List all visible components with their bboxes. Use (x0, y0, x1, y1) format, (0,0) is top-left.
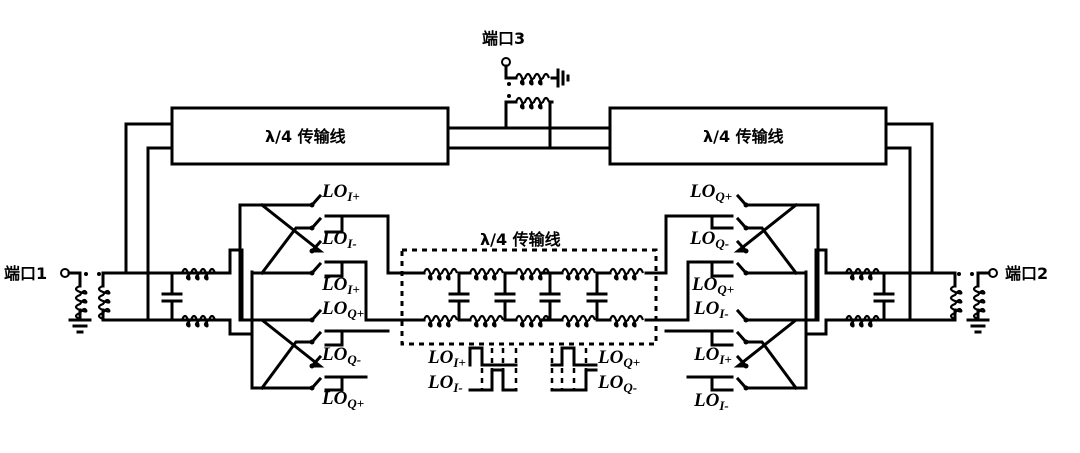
top-left-tl: λ/4 传输线 (170, 106, 450, 166)
lo-label: LOI+ (693, 344, 732, 367)
lo-label: LOQ- (321, 344, 361, 367)
top-right-tl: λ/4 传输线 (608, 106, 888, 166)
lo-label: LOQ- (689, 228, 729, 251)
top-left-tl-label: λ/4 传输线 (265, 127, 346, 146)
lo-label: LOI+ (321, 181, 360, 204)
lo-label: LOQ+ (321, 298, 364, 321)
lo-label: LOQ+ (689, 181, 732, 204)
port3-group: 端口3 (482, 29, 570, 150)
port3-label: 端口3 (482, 29, 525, 48)
lo-waveforms: LOI+ LOI- LOQ+ LOQ- (427, 346, 640, 395)
waveform-label: LOQ+ (597, 347, 640, 370)
lo-label: LOI- (693, 390, 729, 413)
lo-label: LOI- (693, 298, 729, 321)
middle-tl-label: λ/4 传输线 (480, 230, 561, 249)
lo-label: LOI+ (321, 274, 360, 297)
port2-group: 端口2 (824, 264, 1048, 334)
port2-label: 端口2 (1005, 264, 1048, 283)
top-right-tl-label: λ/4 传输线 (703, 127, 784, 146)
waveform-label: LOQ- (597, 372, 637, 395)
lo-label: LOI- (321, 228, 357, 251)
port1-label: 端口1 (4, 264, 47, 283)
right-switch-bank: LOQ+ LOQ- LOQ+ LOI- LOI+ LOI- (654, 181, 828, 413)
middle-tl-dashed-box (400, 248, 658, 346)
waveform-label: LOI- (427, 372, 463, 395)
middle-tl: λ/4 传输线 (398, 230, 658, 346)
lo-label: LOQ+ (691, 274, 734, 297)
lo-label: LOQ+ (321, 388, 364, 411)
left-switch-bank: LOI+ LOI- LOI+ LOQ+ LOQ- LOQ+ (228, 181, 402, 411)
waveform-label: LOI+ (427, 347, 466, 370)
port1-group: 端口1 (4, 264, 232, 334)
